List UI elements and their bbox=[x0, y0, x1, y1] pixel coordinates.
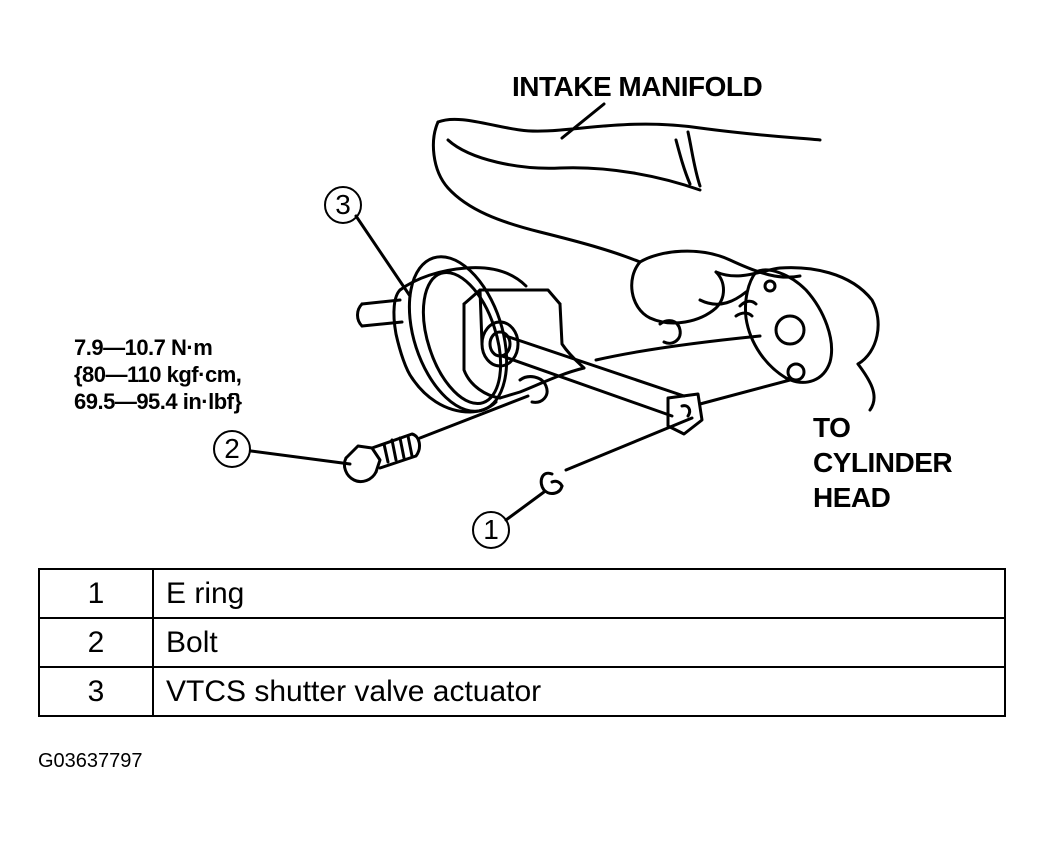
e-ring-drawing bbox=[539, 471, 564, 495]
intake-manifold-drawing bbox=[431, 117, 880, 412]
torque-spec-line: {80—110 kgf·cm, bbox=[74, 362, 242, 387]
table-row: 3 VTCS shutter valve actuator bbox=[38, 666, 1006, 717]
part-description: VTCS shutter valve actuator bbox=[152, 666, 1006, 717]
part-description: Bolt bbox=[152, 617, 1006, 668]
figure-id: G03637797 bbox=[38, 750, 143, 772]
callout-2-leader bbox=[249, 449, 352, 466]
part-description: E ring bbox=[152, 568, 1006, 619]
alignment-line-ering bbox=[564, 416, 694, 472]
parts-table: 1 E ring 2 Bolt 3 VTCS shutter valve act… bbox=[38, 568, 1006, 717]
callout-2: 2 bbox=[213, 430, 251, 468]
cylinder-head-label: TO CYLINDER HEAD bbox=[813, 410, 953, 515]
alignment-line-bolt bbox=[418, 394, 530, 440]
intake-manifold-leader bbox=[560, 102, 606, 140]
table-row: 1 E ring bbox=[38, 568, 1006, 619]
callout-3-leader bbox=[354, 214, 412, 298]
bolt-drawing bbox=[342, 432, 421, 484]
alignment-line-flange bbox=[698, 378, 792, 406]
intake-manifold-label: INTAKE MANIFOLD bbox=[512, 71, 763, 102]
cylinder-head-label-line: HEAD bbox=[813, 482, 891, 513]
actuator-illustration bbox=[249, 102, 880, 522]
torque-spec-line: 69.5—95.4 in·lbf} bbox=[74, 389, 242, 414]
callout-3: 3 bbox=[324, 186, 362, 224]
callout-1-leader bbox=[504, 490, 546, 522]
torque-spec-line: 7.9—10.7 N·m bbox=[74, 335, 213, 360]
cylinder-head-flange-drawing bbox=[734, 268, 834, 384]
cylinder-head-label-line: TO bbox=[813, 412, 851, 443]
part-number: 1 bbox=[38, 568, 154, 619]
part-number: 2 bbox=[38, 617, 154, 668]
actuator-body-drawing bbox=[356, 255, 704, 436]
torque-spec-label: 7.9—10.7 N·m {80—110 kgf·cm, 69.5—95.4 i… bbox=[74, 334, 242, 415]
table-row: 2 Bolt bbox=[38, 617, 1006, 668]
part-number: 3 bbox=[38, 666, 154, 717]
cylinder-head-label-line: CYLINDER bbox=[813, 447, 953, 478]
callout-1: 1 bbox=[472, 511, 510, 549]
